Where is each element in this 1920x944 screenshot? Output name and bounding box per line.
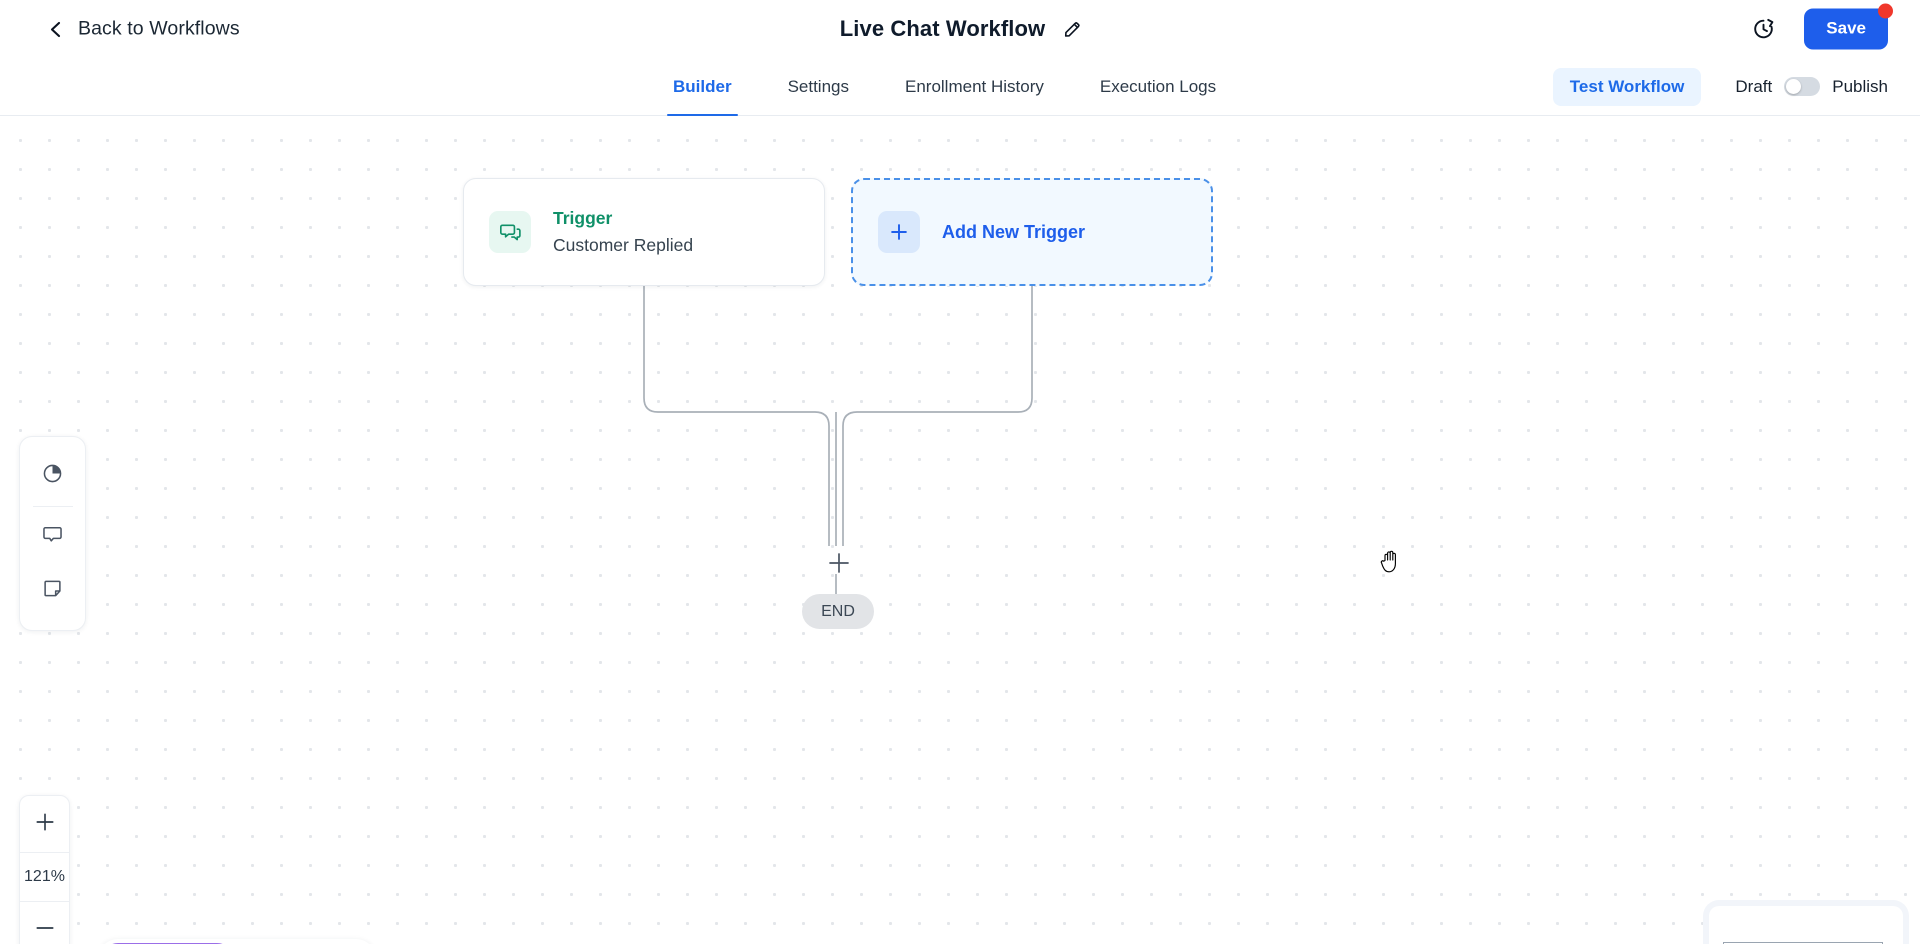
save-button[interactable]: Save <box>1804 3 1893 50</box>
clock-history-icon[interactable] <box>1751 17 1776 42</box>
comments-button[interactable] <box>19 510 86 564</box>
pie-chart-icon <box>41 462 64 490</box>
minimap-viewport[interactable] <box>1723 942 1883 944</box>
zoom-out-button[interactable] <box>20 902 69 944</box>
add-step-plus-icon[interactable] <box>828 552 850 574</box>
canvas-tool-rail <box>19 436 86 631</box>
test-workflow-button[interactable]: Test Workflow <box>1552 67 1702 106</box>
plus-icon <box>878 211 920 253</box>
chevron-left-icon <box>48 21 64 37</box>
tab-builder-label: Builder <box>673 77 732 96</box>
tab-builder[interactable]: Builder <box>645 58 760 116</box>
trigger-node-kind: Trigger <box>553 208 613 228</box>
suggestion-bar: Suggestion Add actions <box>98 939 377 944</box>
trigger-node[interactable]: Trigger Customer Replied <box>463 178 825 286</box>
trigger-node-text: Trigger Customer Replied <box>553 208 693 256</box>
tab-enrollment-history-label: Enrollment History <box>905 77 1044 96</box>
page-title: Live Chat Workflow <box>839 16 1046 41</box>
tab-execution-logs[interactable]: Execution Logs <box>1072 58 1244 116</box>
grab-hand-cursor <box>1380 548 1402 574</box>
top-bar: Back to Workflows Live Chat Workflow Sav… <box>0 0 1920 58</box>
toggle-knob <box>1786 79 1802 94</box>
top-bar-actions: Save <box>1751 3 1893 50</box>
zoom-controls: 121% <box>19 795 70 944</box>
plus-icon <box>35 812 55 837</box>
end-node: END <box>802 594 874 629</box>
tab-settings-label: Settings <box>787 77 849 96</box>
workflow-canvas[interactable]: Trigger Customer Replied Add New Trigger… <box>0 116 1920 944</box>
tab-bar: Builder Settings Enrollment History Exec… <box>0 58 1920 116</box>
trigger-node-name: Customer Replied <box>553 235 694 255</box>
save-button-label: Save <box>1826 18 1866 38</box>
zoom-in-button[interactable] <box>20 796 69 852</box>
analytics-button[interactable] <box>19 449 86 503</box>
tab-bar-actions: Test Workflow Draft Publish <box>1552 67 1888 106</box>
zoom-level-value: 121% <box>20 852 69 902</box>
save-notification-dot <box>1878 3 1893 19</box>
add-new-trigger-node[interactable]: Add New Trigger <box>851 178 1213 286</box>
tab-list: Builder Settings Enrollment History Exec… <box>645 58 1244 116</box>
publish-toggle[interactable] <box>1784 77 1821 96</box>
end-node-label: END <box>821 602 855 620</box>
back-to-workflows-label: Back to Workflows <box>78 17 240 40</box>
tab-execution-logs-label: Execution Logs <box>1099 77 1217 96</box>
note-icon <box>41 577 64 605</box>
add-new-trigger-label: Add New Trigger <box>942 221 1086 242</box>
pencil-icon[interactable] <box>1063 21 1080 38</box>
rail-divider <box>32 506 73 507</box>
canvas-minimap[interactable] <box>1709 906 1903 944</box>
chat-bubbles-icon <box>489 211 531 253</box>
notes-button[interactable] <box>19 564 86 618</box>
draft-publish-toggle-group: Draft Publish <box>1735 77 1888 97</box>
tab-settings[interactable]: Settings <box>760 58 877 116</box>
comment-icon <box>41 523 64 551</box>
publish-label: Publish <box>1832 76 1888 96</box>
tab-enrollment-history[interactable]: Enrollment History <box>877 58 1072 116</box>
minus-icon <box>35 918 55 943</box>
draft-label: Draft <box>1735 76 1773 96</box>
workflow-title-group: Live Chat Workflow <box>840 16 1081 42</box>
back-to-workflows-link[interactable]: Back to Workflows <box>48 18 240 41</box>
